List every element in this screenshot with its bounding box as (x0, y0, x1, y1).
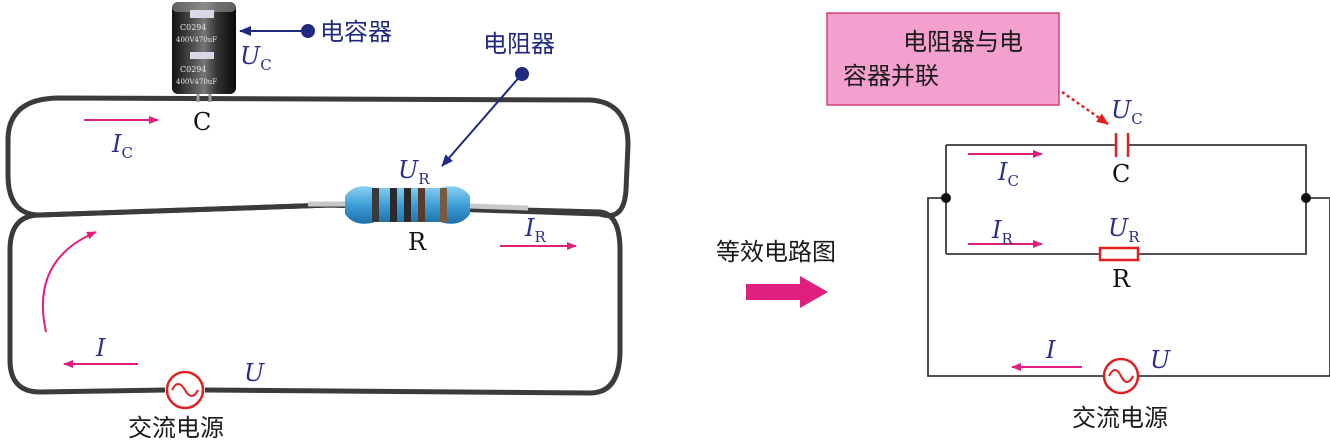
equivalent-arrow-group: 等效电路图 (716, 238, 836, 308)
resistor-symbol (1098, 246, 1140, 262)
resistor-letter: R (408, 228, 427, 256)
big-right-arrow (746, 276, 828, 308)
source-label: 交流电源 (128, 414, 224, 442)
junction-right (1301, 193, 1311, 203)
schematic-source-voltage: U (1150, 346, 1171, 374)
capacitor-photo: C0294 400V470uF C0294 400V470uF (172, 2, 236, 102)
capacitor-mark: 400V470uF (176, 78, 217, 86)
capacitor-mark: C0294 (180, 23, 206, 32)
ac-source-left (165, 370, 205, 410)
capacitor-mark: 400V470uF (176, 36, 217, 44)
current-ir-label: IR (524, 214, 546, 246)
equivalent-circuit-label: 等效电路图 (716, 238, 836, 266)
schematic-current-ir: IR (991, 216, 1013, 248)
resistor-callout-label: 电阻器 (483, 30, 555, 58)
capacitor-callout-label: 电容器 (320, 18, 392, 46)
left-pictorial-circuit: C0294 400V470uF C0294 400V470uF 电容器 UC C… (5, 2, 631, 442)
schematic-current-i: I (1045, 336, 1056, 364)
schematic-capacitor-voltage: UC (1111, 96, 1143, 128)
source-voltage-label: U (244, 359, 265, 387)
current-ic-label: IC (111, 130, 133, 162)
capacitor-symbol (1114, 133, 1130, 157)
parallel-note-line2: 容器并联 (843, 62, 939, 90)
schematic-source-label: 交流电源 (1072, 404, 1168, 432)
resistor-photo (308, 186, 529, 224)
capacitor-mark: C0294 (180, 65, 206, 74)
schematic-capacitor-letter: C (1112, 160, 1130, 188)
parallel-note-line1: 电阻器与电 (903, 28, 1023, 56)
schematic-resistor-letter: R (1112, 265, 1131, 293)
current-i-label: I (95, 334, 106, 362)
resistor-voltage-label: UR (398, 156, 430, 188)
schematic-current-ic: IC (997, 158, 1019, 190)
junction-left (941, 193, 951, 203)
right-schematic: 电阻器与电 容器并联 UC C IC IR UR R I (826, 12, 1330, 432)
capacitor-voltage-label: UC (240, 42, 272, 74)
parallel-note-box (826, 12, 1060, 106)
lower-loop-wire (7, 202, 623, 396)
schematic-resistor-voltage: UR (1108, 214, 1140, 246)
capacitor-letter: C (193, 108, 211, 136)
upper-loop-wire (5, 95, 631, 218)
ac-source-right (1102, 357, 1140, 395)
